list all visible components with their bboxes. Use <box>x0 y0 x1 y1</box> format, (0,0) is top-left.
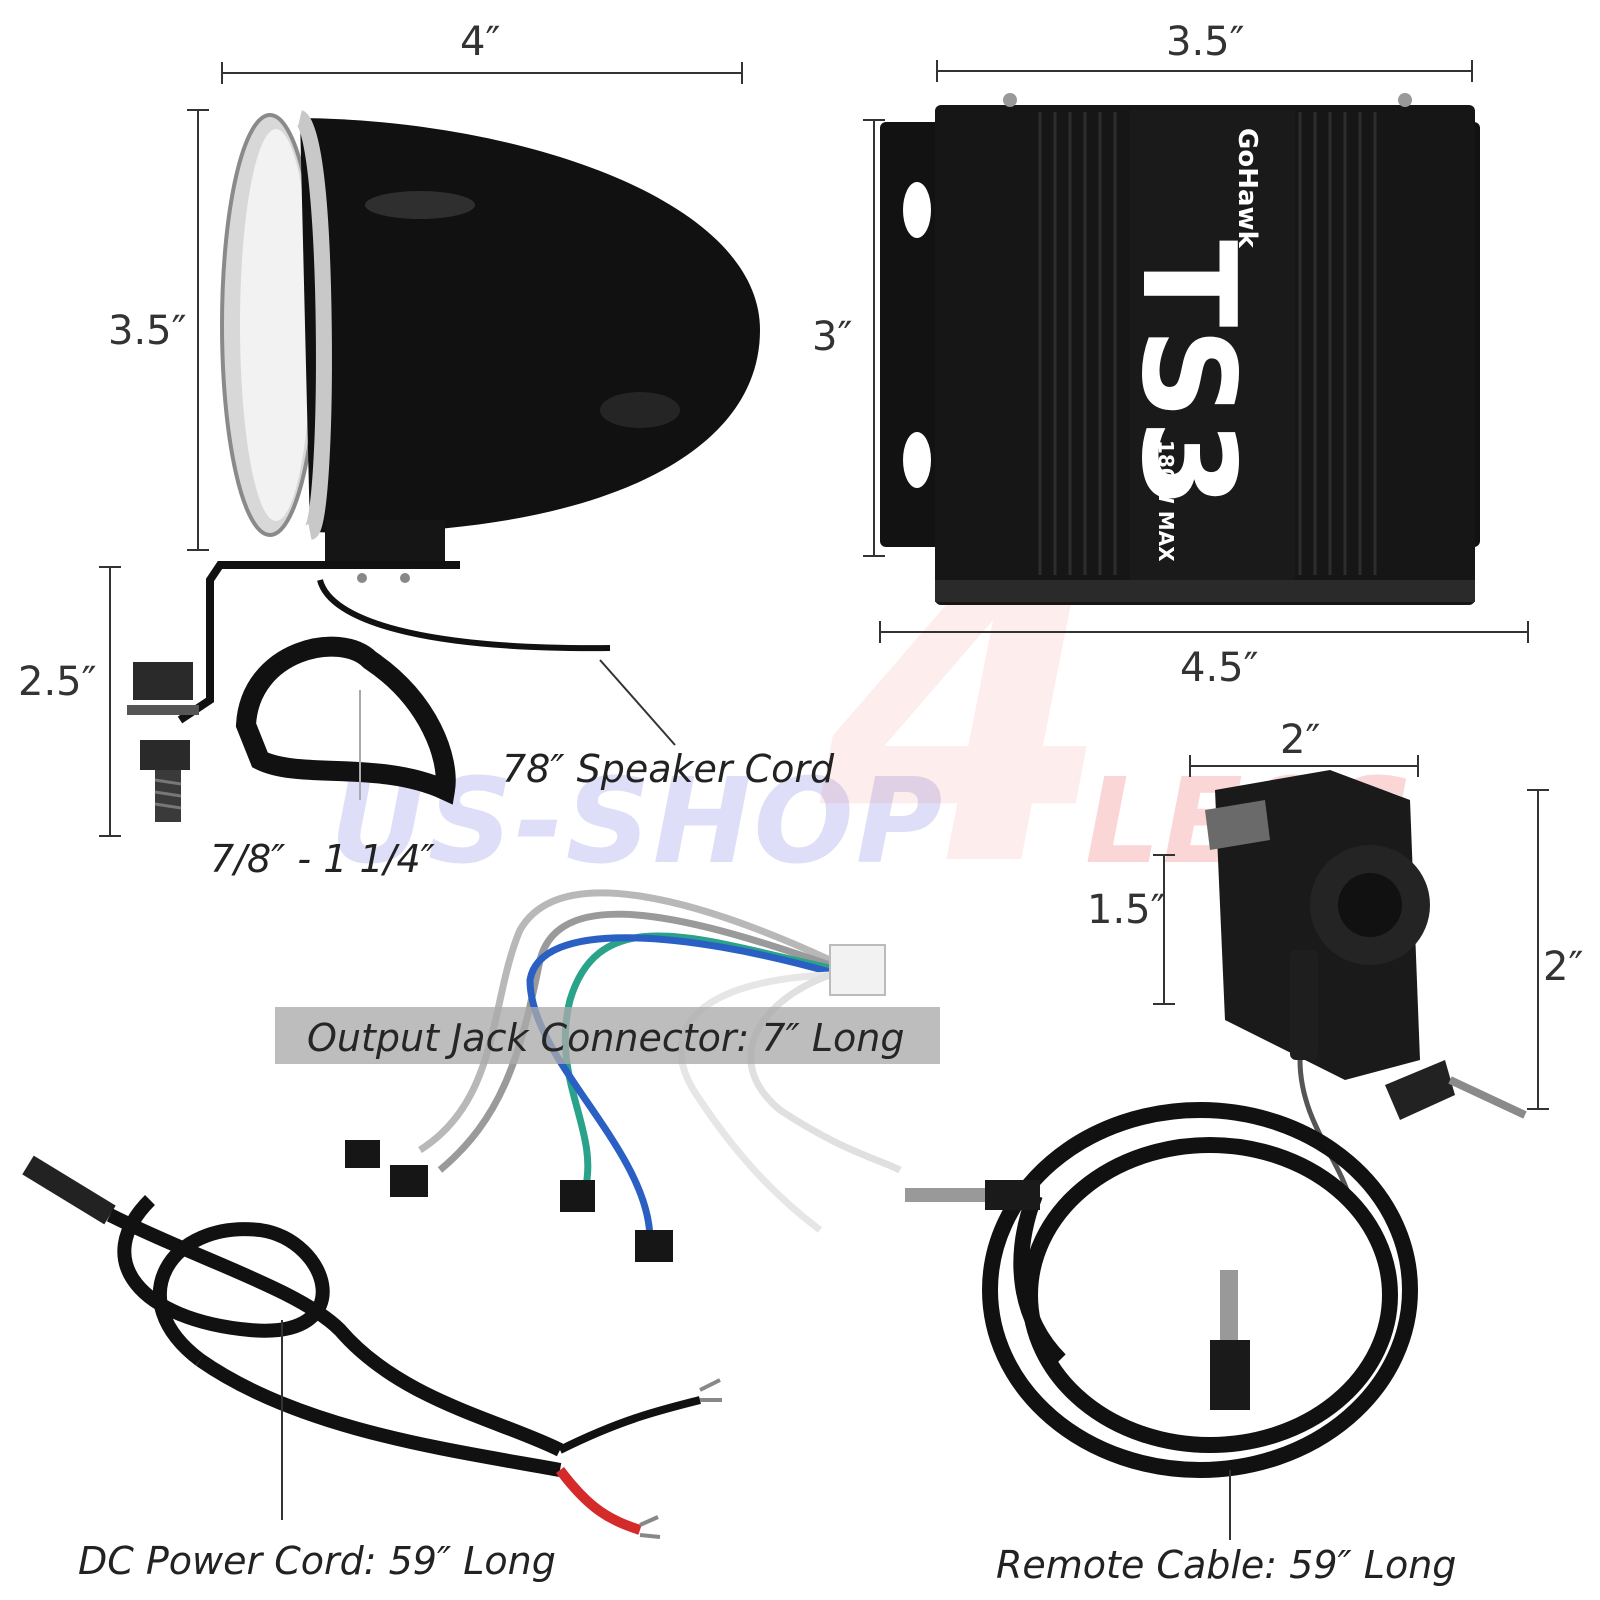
remote-body-height-cap-bottom <box>1153 1003 1175 1005</box>
speaker-width-label: 4″ <box>460 19 501 65</box>
output-jack-plug <box>829 944 886 996</box>
remote-cable-label: Remote Cable: 59″ Long <box>996 1543 1457 1587</box>
remote-total-height-cap-top <box>1527 789 1549 791</box>
remote-body-height-label: 1.5″ <box>1087 887 1166 933</box>
amp-top-width-cap-right <box>1471 60 1473 82</box>
remote-body-height-cap-top <box>1153 854 1175 856</box>
amp-power-text: 180W MAX <box>1154 440 1178 562</box>
amp-bottom-width-dimension-line <box>880 631 1528 633</box>
remote-width-cap-left <box>1189 755 1191 777</box>
speaker-height-cap-top <box>187 109 209 111</box>
amplifier-unit <box>880 93 1480 605</box>
remote-total-height-dimension-line <box>1537 790 1539 1110</box>
speaker-pod <box>220 110 760 568</box>
amp-bottom-width-cap-left <box>879 621 881 643</box>
amp-model-text: TS3 <box>1113 240 1262 509</box>
remote-body-height-dimension-line <box>1163 855 1165 1005</box>
clamp-range-label: 7/8″ - 1 1/4″ <box>210 837 435 881</box>
amp-top-width-cap-left <box>936 60 938 82</box>
amp-top-width-dimension-line <box>937 70 1472 72</box>
amp-bottom-width-cap-right <box>1527 621 1529 643</box>
speaker-height-label: 3.5″ <box>108 308 187 354</box>
remote-control <box>1205 770 1527 1201</box>
amp-height-dimension-line <box>873 120 875 556</box>
mount-height-cap-bottom <box>99 835 121 837</box>
mount-height-cap-top <box>99 566 121 568</box>
remote-width-label: 2″ <box>1280 717 1321 763</box>
amp-height-label: 3″ <box>812 314 853 360</box>
output-jack-label-band <box>275 1007 940 1064</box>
amp-top-width-label: 3.5″ <box>1166 19 1245 65</box>
speaker-height-dimension-line <box>197 110 199 550</box>
amp-brand-text: GoHawk <box>1232 128 1262 248</box>
speaker-mount-bracket <box>127 561 611 822</box>
amp-bottom-width-label: 4.5″ <box>1180 645 1259 691</box>
dc-power-cord <box>22 1155 722 1539</box>
output-jack-label: Output Jack Connector: 7″ Long <box>307 1016 905 1060</box>
remote-cable-plugs <box>905 1180 1250 1410</box>
speaker-width-cap-left <box>221 62 223 84</box>
remote-width-cap-right <box>1417 755 1419 777</box>
output-jack-wiring <box>418 889 902 1241</box>
amp-height-cap-bottom <box>863 555 885 557</box>
wire-end-connectors <box>345 1140 673 1262</box>
remote-total-height-cap-bottom <box>1527 1108 1549 1110</box>
amp-height-cap-top <box>863 119 885 121</box>
remote-width-dimension-line <box>1190 765 1418 767</box>
remote-coiled-cable <box>982 1102 1418 1478</box>
mount-height-dimension-line <box>109 567 111 837</box>
speaker-width-cap-right <box>741 62 743 84</box>
mount-height-label: 2.5″ <box>18 659 97 705</box>
remote-total-height-label: 2″ <box>1543 944 1584 990</box>
speaker-width-dimension-line <box>222 72 742 74</box>
speaker-height-cap-bottom <box>187 549 209 551</box>
speaker-cord-label: 78″ Speaker Cord <box>502 747 835 791</box>
dc-power-cord-label: DC Power Cord: 59″ Long <box>78 1539 556 1583</box>
